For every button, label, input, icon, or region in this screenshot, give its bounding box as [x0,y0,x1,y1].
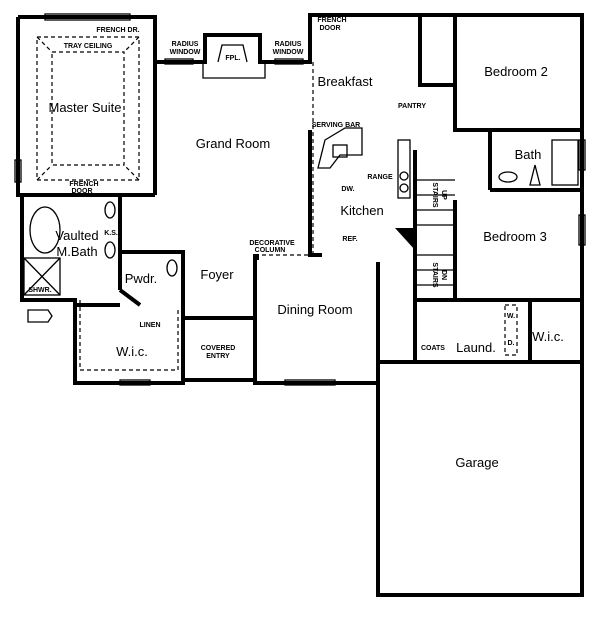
room-dining-room: Dining Room [277,302,352,317]
note-pantry: PANTRY [398,103,426,110]
room-bath: Bath [515,147,542,162]
tray-ceiling [36,36,140,181]
room-vaulted-bath: Vaulted [55,228,98,243]
note-french-door-top: FRENCH [317,17,346,24]
note-stairs-dn-2: DN [440,270,447,280]
note-covered-entry-2: ENTRY [206,353,230,360]
note-decorative-column-2: COLUMN [255,247,286,254]
note-french-door-bath-2: DOOR [72,188,93,195]
note-covered-entry: COVERED [201,345,236,352]
dashed-openings [79,62,314,371]
note-tray-ceiling: TRAY CEILING [64,43,113,50]
note-stairs-dn: STAIRS [431,262,438,287]
fixtures [23,127,579,356]
room-wic-right: W.i.c. [532,329,564,344]
room-garage: Garage [455,455,498,470]
note-dryer: D. [508,340,515,347]
room-labels: Master Suite Grand Room Breakfast Bedroo… [49,64,564,470]
note-serving-bar: SERVING BAR [312,122,361,129]
annotations: FRENCH DR. TRAY CEILING RADIUS WINDOW FP… [28,17,515,360]
windows [14,13,586,386]
decorative-column [253,254,259,260]
note-washer: W. [507,313,515,320]
room-kitchen: Kitchen [340,203,383,218]
note-french-door-bath: FRENCH [69,181,98,188]
room-powder: Pwdr. [125,271,158,286]
room-breakfast: Breakfast [318,74,373,89]
walls [16,13,584,597]
note-coats: COATS [421,345,445,352]
note-french-door-top-2: DOOR [320,25,341,32]
note-radius-window-right-2: WINDOW [273,49,304,56]
note-decorative-column: DECORATIVE [249,240,295,247]
note-fpl: FPL. [225,55,240,62]
note-radius-window-right: RADIUS [275,41,302,48]
note-ref: REF. [342,236,357,243]
room-laundry: Laund. [456,340,496,355]
note-french-dr: FRENCH DR. [96,27,139,34]
room-master-suite: Master Suite [49,100,122,115]
room-foyer: Foyer [200,267,234,282]
note-range: RANGE [367,174,393,181]
room-bedroom-3: Bedroom 3 [483,229,547,244]
note-shwr: SHWR. [28,287,51,294]
room-bedroom-2: Bedroom 2 [484,64,548,79]
note-stairs-up-2: UP [440,190,447,200]
note-stairs-up: STAIRS [431,182,438,207]
note-radius-window-left: RADIUS [172,41,199,48]
note-ks: K.S. [104,230,118,237]
room-grand-room: Grand Room [196,136,270,151]
room-wic-left: W.i.c. [116,344,148,359]
note-linen: LINEN [140,322,161,329]
note-dw: DW. [341,186,354,193]
note-radius-window-left-2: WINDOW [170,49,201,56]
fireplace [202,44,266,79]
room-vaulted-bath-2: M.Bath [56,244,97,259]
